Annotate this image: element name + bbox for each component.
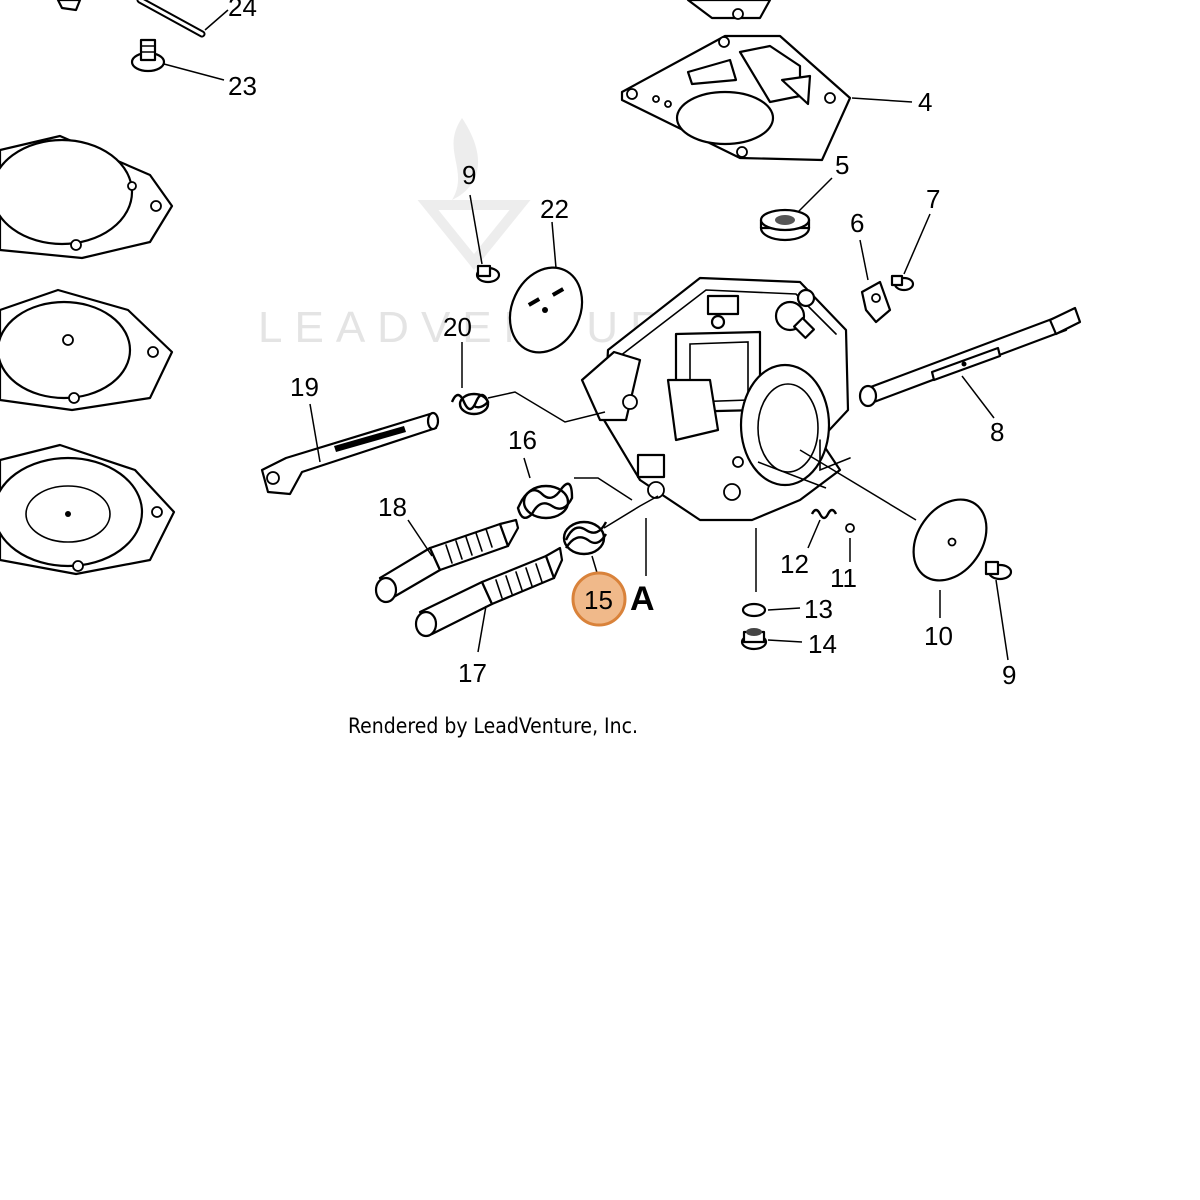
carburetor-body (580, 276, 851, 522)
part-9-screw-top (469, 194, 501, 284)
callout-22[interactable]: 22 (540, 194, 569, 224)
callout-13[interactable]: 13 (804, 594, 833, 624)
part-17-needle (414, 546, 564, 653)
part-7-screw (890, 213, 931, 292)
part-6-bracket (859, 239, 892, 324)
callout-A[interactable]: A (630, 580, 655, 618)
watermark: LEADVENTURE (258, 118, 703, 352)
left-diaphragm-middle (0, 288, 174, 412)
callout-24[interactable]: 24 (228, 0, 257, 22)
callout-14[interactable]: 14 (808, 629, 837, 659)
part-15-spring (562, 495, 659, 577)
part-13-o-ring (741, 602, 801, 618)
callout-20[interactable]: 20 (443, 312, 472, 342)
callout-19[interactable]: 19 (290, 372, 319, 402)
callout-23[interactable]: 23 (228, 71, 257, 101)
callout-16[interactable]: 16 (508, 425, 537, 455)
part-19-lever-shaft (260, 403, 440, 496)
callout-12[interactable]: 12 (780, 549, 809, 579)
part-5-filter-cap (759, 177, 833, 242)
callout-10[interactable]: 10 (924, 621, 953, 651)
callout-5[interactable]: 5 (835, 150, 849, 180)
part-24-rod (56, 0, 229, 38)
part-11-ball (845, 523, 855, 562)
callout-7[interactable]: 7 (926, 184, 940, 214)
callout-8[interactable]: 8 (990, 417, 1004, 447)
part-9-screw-bottom (984, 560, 1013, 661)
part-12-small-spring (807, 508, 838, 549)
part-14-nut (740, 628, 803, 651)
callout-18[interactable]: 18 (378, 492, 407, 522)
callout-17[interactable]: 17 (458, 658, 487, 688)
part-16-spring (516, 457, 633, 520)
part-20-spring (450, 342, 606, 423)
watermark-logo (417, 118, 531, 270)
part-22-disc (508, 221, 584, 354)
left-diaphragm-bottom (0, 443, 176, 576)
highlight-marker[interactable] (571, 571, 627, 627)
callout-9-bottom[interactable]: 9 (1002, 660, 1016, 690)
callout-labels: 24 23 4 5 9 22 6 7 20 19 8 16 18 12 11 1… (228, 0, 1016, 690)
part-23-screw (130, 38, 225, 81)
callout-11[interactable]: 11 (830, 563, 857, 593)
part-8-throttle-shaft (858, 306, 1082, 419)
part-4-gasket (620, 0, 913, 162)
callout-9-top[interactable]: 9 (462, 160, 476, 190)
part-10-disc (912, 498, 988, 618)
left-gasket-top (0, 134, 174, 260)
callout-4[interactable]: 4 (918, 87, 932, 117)
callout-6[interactable]: 6 (850, 208, 864, 238)
leaders-body (645, 449, 917, 592)
part-18-needle (374, 518, 520, 604)
credit-text: Rendered by LeadVenture, Inc. (348, 714, 638, 738)
callout-15[interactable]: 15 (584, 585, 613, 615)
